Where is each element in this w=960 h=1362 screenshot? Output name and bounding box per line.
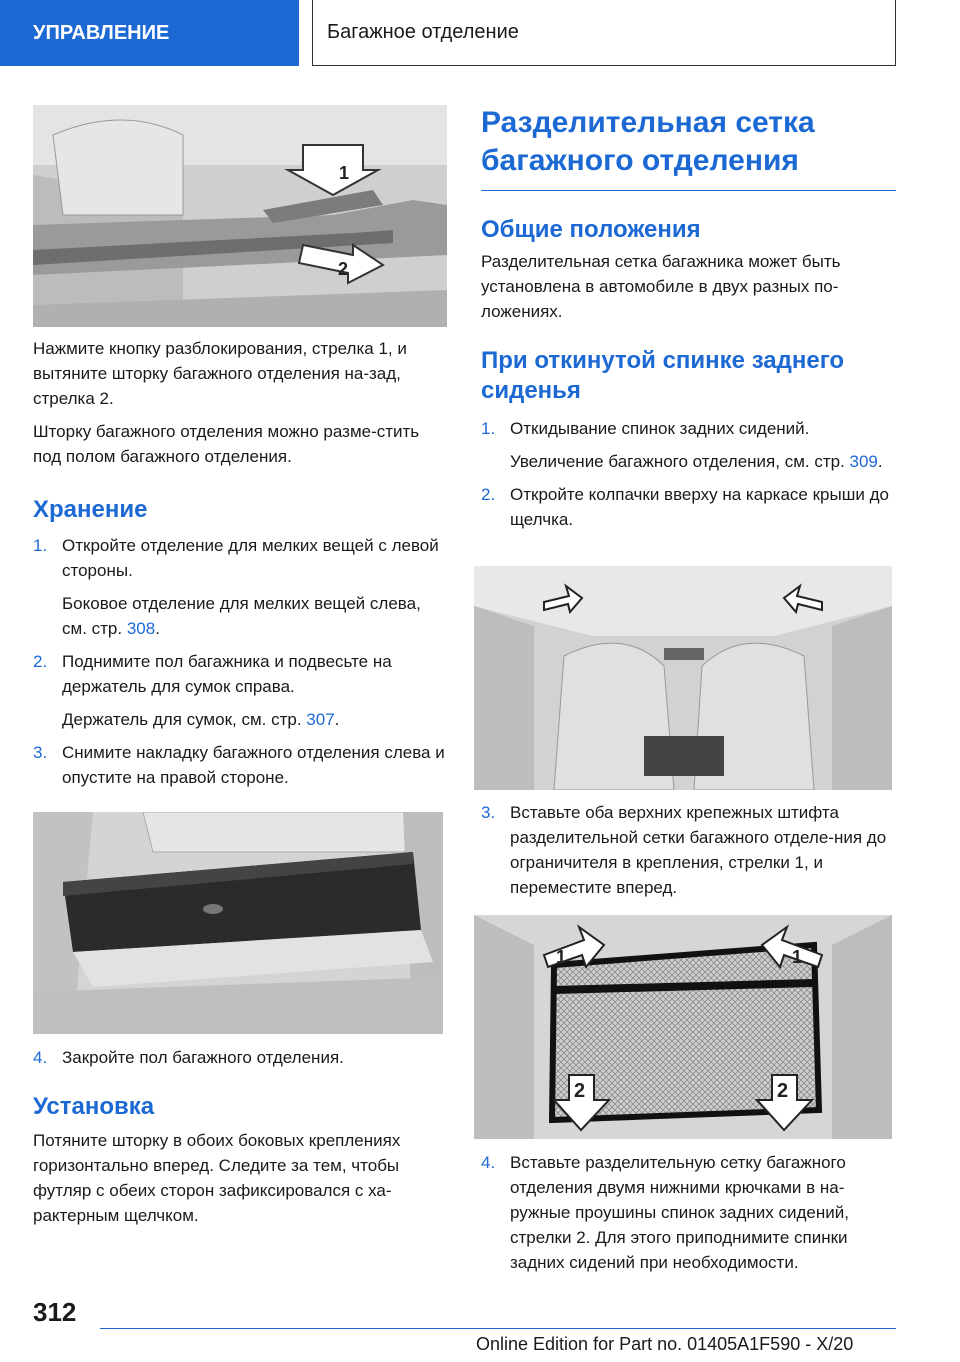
fig4-arrow-label-1-left: 1: [556, 947, 566, 967]
chapter-title: Багажное отделение: [327, 21, 519, 43]
figure-roof-caps: [474, 566, 892, 790]
caption-unlock: Нажмите кнопку разблокирования, стрелка …: [33, 339, 407, 408]
edition-text: Online Edition for Part no. 01405A1F590 …: [476, 1334, 854, 1354]
list-item: 4. Закройте пол багажного отделения.: [33, 1045, 447, 1070]
step-reference: Боковое отделение для мелких вещей слева…: [62, 591, 447, 641]
footer-divider: [100, 1328, 896, 1329]
list-item: 4. Вставьте разделительную сетку багажно…: [481, 1150, 896, 1275]
figure-luggage-cover-release: 1 2: [33, 105, 447, 327]
step-text: Откройте колпачки вверху на каркасе крыш…: [510, 485, 889, 529]
right-column-step4: 4. Вставьте разделительную сетку багажно…: [481, 1150, 896, 1275]
list-item: Увеличение багажного отделения, см. стр.…: [481, 449, 896, 474]
step-number: 1.: [33, 536, 48, 555]
step-reference: Увеличение багажного отделения, см. стр.…: [510, 449, 896, 474]
fig4-arrow-label-2-right: 2: [777, 1080, 788, 1102]
step-number: 3.: [33, 743, 48, 762]
general-heading: Общие положения: [481, 216, 701, 243]
step-number: 4.: [33, 1048, 48, 1067]
figure-net-installed: 1 1 2 2: [474, 915, 892, 1139]
section-tab: УПРАВЛЕНИЕ: [0, 0, 299, 66]
title-divider: [481, 190, 896, 191]
list-item: 2. Поднимите пол багажника и подвесьте н…: [33, 649, 447, 699]
luggage-cover-illustration: 1 2: [33, 105, 447, 327]
folded-seat-heading: При откинутой спинке заднего сиденья: [481, 347, 845, 404]
list-item: Держатель для сумок, см. стр. 307.: [33, 707, 447, 732]
list-item: Боковое отделение для мелких вещей слева…: [33, 591, 447, 641]
caption-storage-note: Шторку багажного отделения можно разме-с…: [33, 422, 420, 466]
fig1-arrow-label-1: 1: [339, 163, 349, 183]
step-number: 1.: [481, 419, 496, 438]
step-text: Вставьте разделительную сетку багажного …: [510, 1153, 849, 1272]
step-text: Поднимите пол багажника и подвесьте на д…: [62, 652, 392, 696]
general-text: Разделительная сетка багажника может быт…: [481, 252, 841, 321]
step-number: 2.: [33, 652, 48, 671]
section-title: УПРАВЛЕНИЕ: [33, 21, 170, 44]
list-item: 1. Откидывание спинок задних сидений.: [481, 416, 896, 441]
list-item: 3. Вставьте оба верхних крепежных штифта…: [481, 800, 896, 900]
net-installation-illustration: 1 1 2 2: [474, 915, 892, 1139]
roof-caps-illustration: [474, 566, 892, 790]
storage-heading: Хранение: [33, 496, 148, 523]
fig1-arrow-label-2: 2: [338, 259, 348, 279]
step-text: Откройте отделение для мелких вещей с ле…: [62, 536, 439, 580]
reference-text: Увеличение багажного отделения, см. стр.: [510, 452, 850, 471]
step-text: Вставьте оба верхних крепежных штифта ра…: [510, 803, 887, 897]
page-link-307[interactable]: 307: [306, 710, 335, 729]
reference-text: Боковое отделение для мелких вещей слева…: [62, 594, 421, 638]
right-column-step3: 3. Вставьте оба верхних крепежных штифта…: [481, 800, 896, 900]
step-number: 4.: [481, 1153, 496, 1172]
step-number: 2.: [481, 485, 496, 504]
list-item: 2. Откройте колпачки вверху на каркасе к…: [481, 482, 896, 532]
installation-text: Потяните шторку в обоих боковых креплени…: [33, 1131, 401, 1225]
page-link-309[interactable]: 309: [849, 452, 878, 471]
reference-text: Держатель для сумок, см. стр.: [62, 710, 307, 729]
left-column-lower: 4. Закройте пол багажного отделения. Уст…: [33, 1045, 447, 1228]
chapter-header: Багажное отделение: [312, 0, 896, 66]
list-item: 3. Снимите накладку багажного отделения …: [33, 740, 447, 790]
reference-end: .: [334, 710, 340, 729]
installation-heading: Установка: [33, 1093, 155, 1120]
step-text: Закройте пол багажного отделения.: [62, 1048, 344, 1067]
floor-storage-illustration: [33, 812, 443, 1034]
reference-end: .: [155, 619, 160, 638]
list-item: 1. Откройте отделение для мелких вещей с…: [33, 533, 447, 583]
page-link-308[interactable]: 308: [126, 619, 156, 638]
step-number: 3.: [481, 803, 496, 822]
step-reference: Держатель для сумок, см. стр. 307.: [62, 707, 447, 732]
figure-cover-under-floor: [33, 812, 443, 1034]
step-text: Откидывание спинок задних сидений.: [510, 419, 810, 438]
fig4-arrow-label-1-right: 1: [792, 947, 802, 967]
step-text: Снимите накладку багажного отделения сле…: [62, 743, 445, 787]
reference-end: .: [877, 452, 883, 471]
section-title-net: Разделительная сетка багажного отделения: [481, 106, 815, 177]
right-column: Разделительная сетка багажного отделения…: [481, 104, 896, 532]
fig4-arrow-label-2-left: 2: [574, 1080, 585, 1102]
left-column: Нажмите кнопку разблокирования, стрелка …: [33, 336, 447, 790]
page-number: 312: [33, 1297, 77, 1327]
